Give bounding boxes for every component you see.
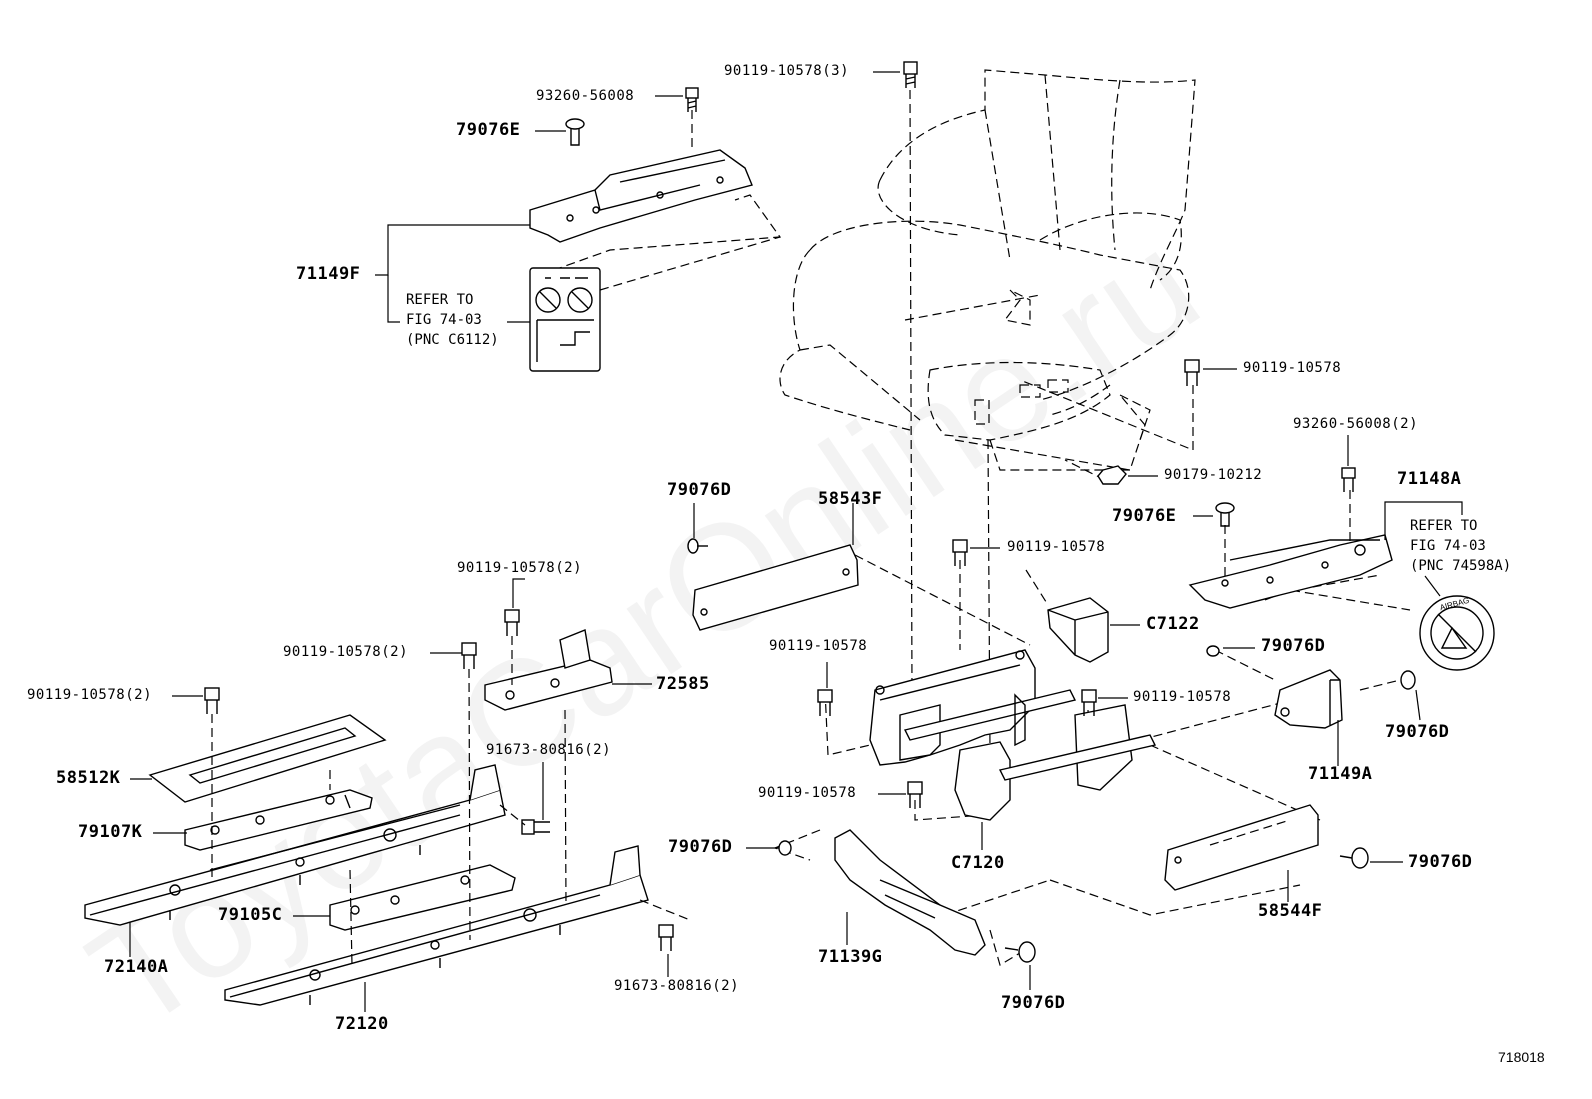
part-label-90119-10578-2-c[interactable]: 90119-10578(2) [27,687,153,703]
pad-58512k [148,714,387,803]
bolt-90119-c-icon [1081,689,1097,716]
cover-71139g [834,829,986,956]
cover-71148a [1188,534,1393,609]
figure-number: 718018 [1498,1049,1545,1065]
bolt-90119-f-icon [461,642,477,669]
part-label-79076d-c[interactable]: 79076D [1385,722,1450,742]
part-label-c7120[interactable]: C7120 [951,853,1005,873]
part-label-58543f[interactable]: 58543F [818,489,883,509]
nut-90179-icon [1097,465,1127,485]
bracket-72585 [484,629,613,711]
part-label-79076d-d[interactable]: 79076D [1408,852,1473,872]
part-label-72140a[interactable]: 72140A [104,957,169,977]
leader-lines [129,71,1463,1012]
track-72140a [84,764,506,926]
part-label-79076e-top[interactable]: 79076E [456,120,521,140]
part-label-90119-10578-right[interactable]: 90119-10578 [1243,360,1342,376]
rail-79107k [184,789,373,851]
clip-79076d-e-icon [778,840,792,856]
seat-outline [779,69,1196,471]
part-label-90119-10578-a[interactable]: 90119-10578 [1007,539,1106,555]
part-label-90179-10212[interactable]: 90179-10212 [1164,467,1263,483]
part-label-71148a[interactable]: 71148A [1397,469,1462,489]
part-label-90119-10578-2-a[interactable]: 90119-10578(2) [457,560,583,576]
panel-58543f [692,544,859,631]
part-label-90119-10578-c[interactable]: 90119-10578 [1133,689,1232,705]
bolt-90119-e-icon [504,609,520,636]
bolt-91673-a-icon [521,819,550,835]
track-72120 [224,845,649,1006]
label-c6112 [529,267,601,372]
part-label-90119-10578-3[interactable]: 90119-10578(3) [724,63,850,79]
clip-79076e-icon [565,118,585,146]
part-label-79076d-f[interactable]: 79076D [1001,993,1066,1013]
clip-79076d-d-icon [1339,847,1369,869]
bracket-71149a [1274,669,1343,729]
bolt-90119-b-icon [817,689,833,716]
bolt-91673-b-icon [658,924,674,951]
cover-71149f [529,149,753,243]
part-label-79105c[interactable]: 79105C [218,905,283,925]
clip-79076d-b-icon [1206,645,1220,657]
panel-58544f [1164,804,1319,891]
part-label-79076e-right[interactable]: 79076E [1112,506,1177,526]
bolt-93260-right-icon [1341,467,1356,492]
bolt-90119-right-icon [1184,359,1200,386]
refer-note-c6112: REFER TO FIG 74-03 (PNC C6112) [406,292,499,348]
part-label-c7122[interactable]: C7122 [1146,614,1200,634]
bolt-90119-g-icon [204,687,220,714]
part-label-71149a[interactable]: 71149A [1308,764,1373,784]
part-label-71149f[interactable]: 71149F [296,264,361,284]
left-construction-lines [211,636,691,966]
part-label-58512k[interactable]: 58512K [56,768,121,788]
refer-note-74598a: REFER TO FIG 74-03 (PNC 74598A) [1410,518,1512,574]
bolt-93260-icon [685,87,699,112]
clip-79076d-f-icon [1004,941,1036,963]
clip-79076d-c-icon [1400,670,1416,690]
bolt-90119-top-icon [903,61,918,88]
part-label-90119-10578-d[interactable]: 90119-10578 [758,785,857,801]
part-label-93260-56008[interactable]: 93260-56008 [536,88,635,104]
part-label-79107k[interactable]: 79107K [78,822,143,842]
part-label-72585[interactable]: 72585 [656,674,710,694]
part-label-90119-10578-2-b[interactable]: 90119-10578(2) [283,644,409,660]
frame-c7120 [869,649,1157,821]
part-label-90119-10578-b[interactable]: 90119-10578 [769,638,868,654]
airbag-label-icon: AIRBAG [1419,595,1495,671]
bolt-90119-a-icon [952,539,968,566]
part-label-72120[interactable]: 72120 [335,1014,389,1034]
part-label-71139g[interactable]: 71139G [818,947,883,967]
part-label-91673-80816-2-a[interactable]: 91673-80816(2) [486,742,612,758]
clip-79076d-a-icon [687,538,708,554]
clip-79076e-right-icon [1215,502,1235,527]
cover-c7122 [1047,597,1109,663]
part-label-91673-80816-2-b[interactable]: 91673-80816(2) [614,978,740,994]
part-label-79076d-a[interactable]: 79076D [667,480,732,500]
part-label-79076d-b[interactable]: 79076D [1261,636,1326,656]
part-label-93260-56008-2[interactable]: 93260-56008(2) [1293,416,1419,432]
rail-79105c [329,864,516,931]
part-label-79076d-e[interactable]: 79076D [668,837,733,857]
part-label-58544f[interactable]: 58544F [1258,901,1323,921]
bolt-90119-d-icon [907,781,923,808]
